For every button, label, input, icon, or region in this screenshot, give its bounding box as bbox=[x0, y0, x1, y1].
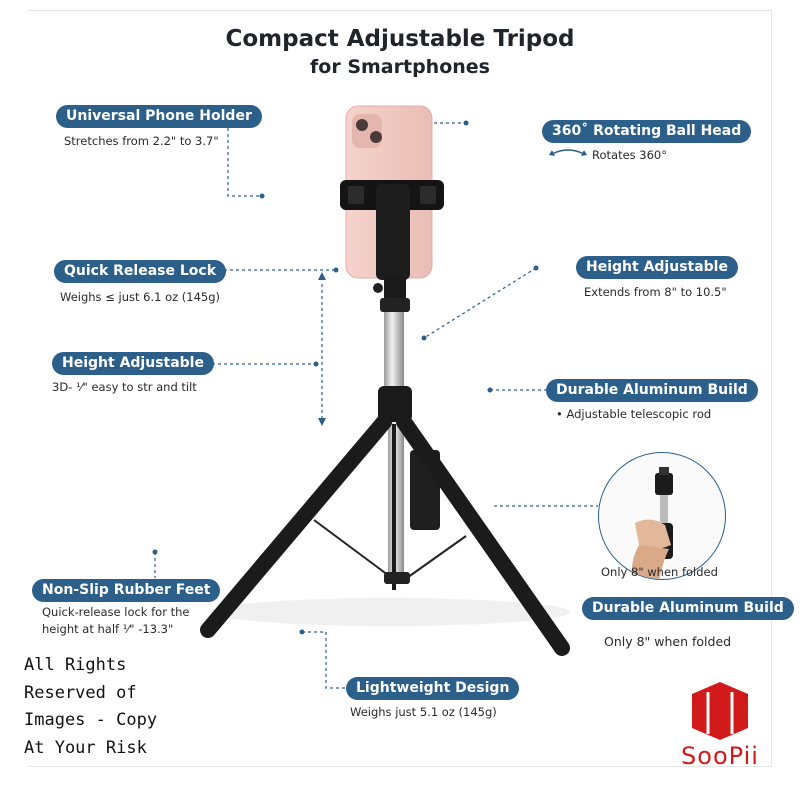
soopii-logo-icon bbox=[692, 682, 748, 740]
callout-height-adjustable-left: Height Adjustable bbox=[52, 352, 214, 375]
callout-universal-phone-holder: Universal Phone Holder bbox=[56, 105, 262, 128]
height-left-desc: 3D- ⅟" easy to str and tilt bbox=[52, 380, 197, 394]
page-title: Compact Adjustable Tripod bbox=[225, 26, 575, 52]
phone-holder-desc: Stretches from 2.2" to 3.7" bbox=[64, 134, 219, 148]
callout-height-adjustable-right: Height Adjustable bbox=[576, 256, 738, 279]
callout-quick-release-lock: Quick Release Lock bbox=[54, 260, 227, 283]
quick-release-desc: Weighs ≤ just 6.1 oz (145g) bbox=[60, 290, 221, 304]
folded-caption: Only 8" when folded bbox=[601, 565, 718, 579]
page-subtitle: for Smartphones bbox=[310, 56, 490, 78]
brand-name: SooPii bbox=[681, 742, 759, 770]
image-frame bbox=[28, 10, 772, 767]
callout-aluminum-build-bottom: Durable Aluminum Build bbox=[582, 597, 794, 620]
aluminum-bottom-desc: Only 8" when folded bbox=[604, 634, 732, 649]
folded-tripod-hand-image bbox=[631, 467, 673, 579]
rotate-icon bbox=[549, 149, 587, 156]
callout-lightweight-design: Lightweight Design bbox=[346, 677, 520, 700]
rubber-feet-desc: Quick-release lock for the height at hal… bbox=[42, 605, 190, 636]
ball-head-desc: Rotates 360° bbox=[592, 148, 667, 162]
folded-inset-image bbox=[598, 452, 726, 580]
aluminum-top-desc: • Adjustable telescopic rod bbox=[556, 407, 712, 421]
callout-non-slip-rubber-feet: Non-Slip Rubber Feet bbox=[32, 579, 221, 602]
height-right-desc: Extends from 8" to 10.5" bbox=[584, 285, 727, 299]
lightweight-desc: Weighs just 5.1 oz (145g) bbox=[350, 705, 497, 719]
callout-aluminum-build-top: Durable Aluminum Build bbox=[546, 379, 758, 402]
callout-rotating-ball-head: 360˚ Rotating Ball Head bbox=[542, 120, 752, 143]
copyright-watermark: All Rights Reserved of Images - Copy At … bbox=[24, 655, 158, 758]
